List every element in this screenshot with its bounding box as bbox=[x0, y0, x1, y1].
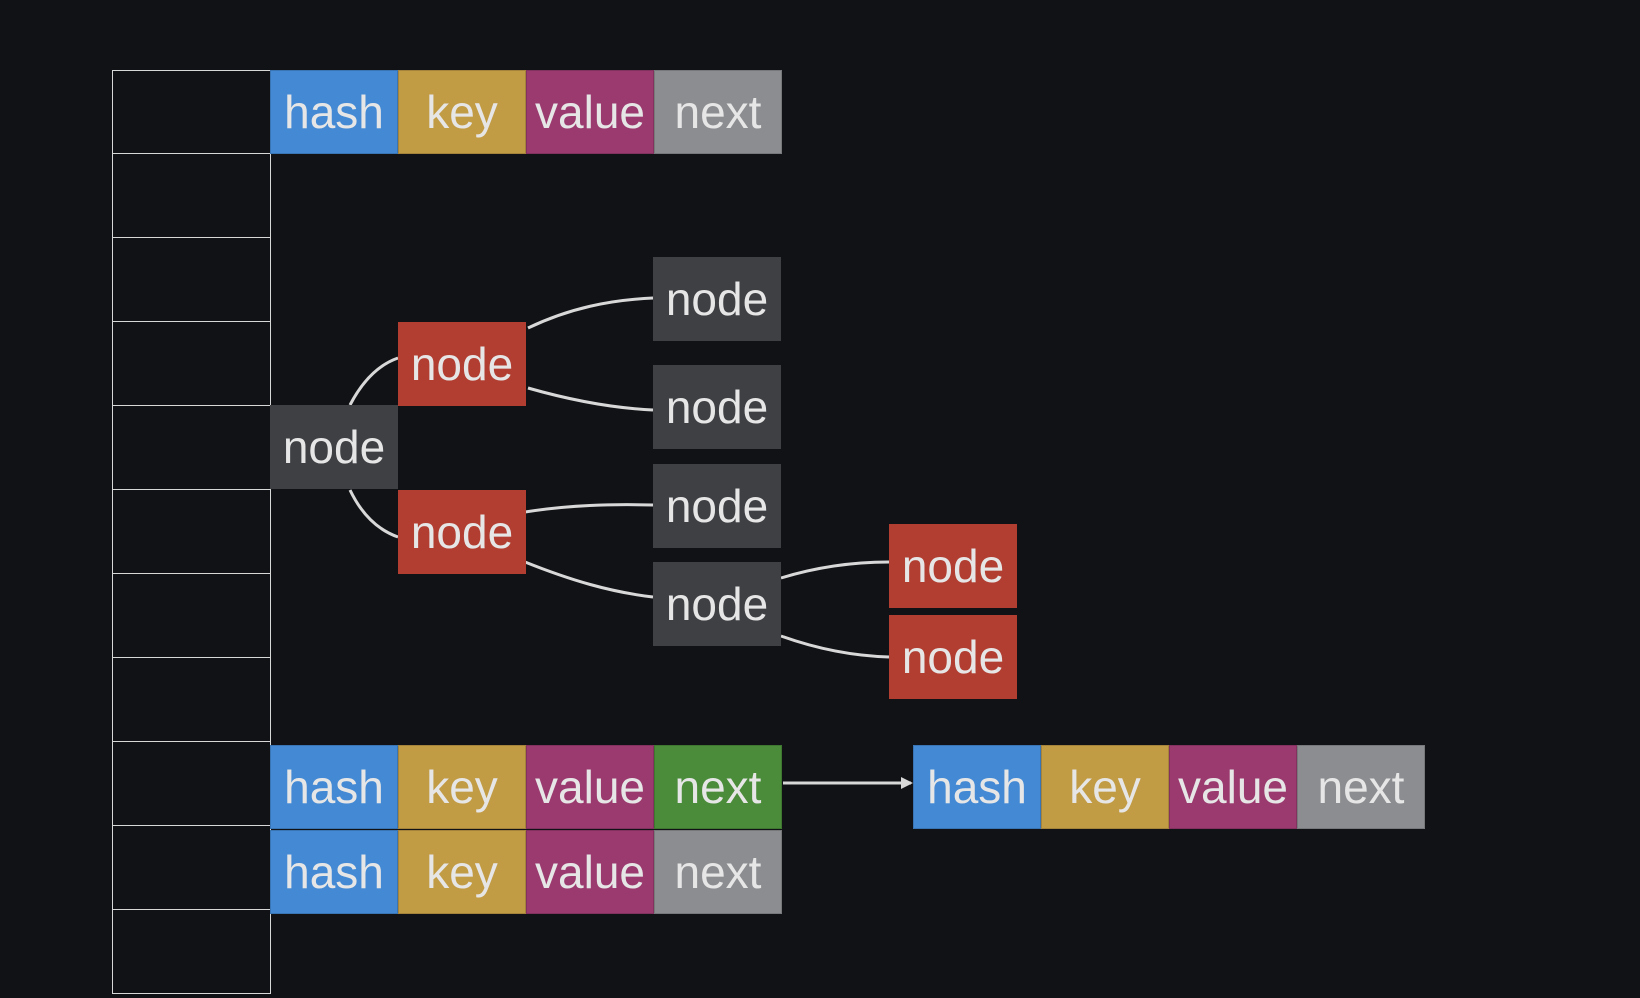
bucket-5 bbox=[112, 490, 271, 574]
hash-field: hash bbox=[913, 745, 1041, 829]
next-field: next bbox=[654, 830, 782, 914]
bucket-4 bbox=[112, 406, 271, 490]
value-field: value bbox=[526, 70, 654, 154]
bucket-8 bbox=[112, 742, 271, 826]
link-root-to-red-upper bbox=[348, 356, 399, 406]
tree-node-red-leaf-1: node bbox=[889, 524, 1017, 608]
tree-node-black-3: node bbox=[653, 464, 781, 548]
bucket-0 bbox=[112, 70, 271, 154]
bucket-2 bbox=[112, 238, 271, 322]
value-field: value bbox=[526, 830, 654, 914]
hash-field: hash bbox=[270, 70, 398, 154]
value-field: value bbox=[526, 745, 654, 829]
next-field: next bbox=[1297, 745, 1425, 829]
tree-node-black-4: node bbox=[653, 562, 781, 646]
bucket-9 bbox=[112, 826, 271, 910]
tree-node-red-upper: node bbox=[398, 322, 526, 406]
entry-bucket-0: hash key value next bbox=[270, 70, 782, 154]
tree-node-red-leaf-2: node bbox=[889, 615, 1017, 699]
link-red-lower-to-node-3 bbox=[524, 503, 654, 514]
bucket-1 bbox=[112, 154, 271, 238]
value-field: value bbox=[1169, 745, 1297, 829]
bucket-3 bbox=[112, 322, 271, 406]
bucket-6 bbox=[112, 574, 271, 658]
tree-node-black-2: node bbox=[653, 365, 781, 449]
hash-field: hash bbox=[270, 745, 398, 829]
hash-field: hash bbox=[270, 830, 398, 914]
link-red-lower-to-node-4 bbox=[524, 560, 654, 599]
key-field: key bbox=[398, 745, 526, 829]
key-field: key bbox=[398, 830, 526, 914]
entry-chained: hash key value next bbox=[913, 745, 1425, 829]
link-red-upper-to-node-1 bbox=[527, 296, 654, 330]
bucket-10 bbox=[112, 910, 271, 994]
entry-bucket-8: hash key value next bbox=[270, 745, 782, 829]
tree-root-node: node bbox=[270, 405, 398, 489]
link-node-4-to-red-1 bbox=[780, 560, 890, 580]
link-root-to-red-lower bbox=[348, 489, 399, 539]
bucket-7 bbox=[112, 658, 271, 742]
next-field-active: next bbox=[654, 745, 782, 829]
key-field: key bbox=[398, 70, 526, 154]
key-field: key bbox=[1041, 745, 1169, 829]
bucket-array bbox=[112, 70, 271, 994]
link-red-upper-to-node-2 bbox=[527, 386, 654, 412]
entry-bucket-9: hash key value next bbox=[270, 830, 782, 914]
next-field: next bbox=[654, 70, 782, 154]
tree-node-red-lower: node bbox=[398, 490, 526, 574]
tree-node-black-1: node bbox=[653, 257, 781, 341]
link-node-4-to-red-2 bbox=[780, 634, 890, 659]
